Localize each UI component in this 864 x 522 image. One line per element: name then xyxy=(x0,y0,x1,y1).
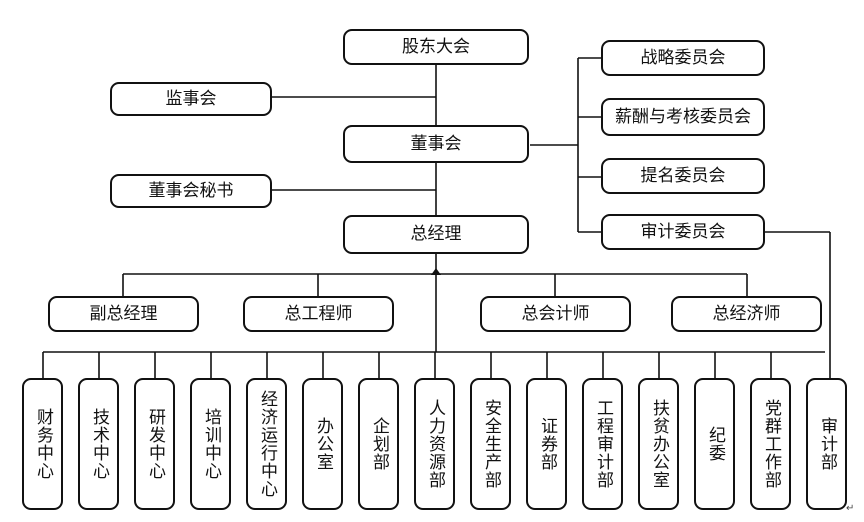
deputy-label: 总工程师 xyxy=(284,303,353,324)
committee-compensation-box: 薪酬与考核委员会 xyxy=(601,98,765,136)
dept-label: 财务中心 xyxy=(33,408,53,480)
dept-hr-box: 人力资源部 xyxy=(414,378,455,510)
dept-economic-ops-box: 经济运行中心 xyxy=(246,378,287,510)
paragraph-mark: ↵ xyxy=(846,503,855,514)
dept-rnd-box: 研发中心 xyxy=(134,378,175,510)
committee-strategy-box: 战略委员会 xyxy=(601,40,765,76)
shareholders-box: 股东大会 xyxy=(343,29,529,65)
dept-discipline-box: 纪委 xyxy=(694,378,735,510)
dept-label: 办公室 xyxy=(313,417,333,471)
chief-economist-box: 总经济师 xyxy=(671,296,822,332)
dept-label: 安全生产部 xyxy=(481,399,501,489)
dept-finance-box: 财务中心 xyxy=(22,378,63,510)
committee-label: 薪酬与考核委员会 xyxy=(615,106,751,127)
deputy-label: 总经济师 xyxy=(712,303,781,324)
gm-label: 总经理 xyxy=(410,224,462,244)
dept-planning-box: 企划部 xyxy=(358,378,399,510)
board-label: 董事会 xyxy=(410,133,462,154)
dept-safety-box: 安全生产部 xyxy=(470,378,511,510)
dept-label: 技术中心 xyxy=(89,408,109,480)
junction-arrow xyxy=(431,268,441,275)
dept-label: 工程审计部 xyxy=(593,399,613,489)
secretary-label: 董事会秘书 xyxy=(148,180,234,201)
dept-label: 培训中心 xyxy=(201,408,221,480)
dept-label: 审计部 xyxy=(817,417,837,471)
dept-office-box: 办公室 xyxy=(302,378,343,510)
dept-label: 证券部 xyxy=(537,417,557,471)
dept-securities-box: 证券部 xyxy=(526,378,567,510)
secretary-box: 董事会秘书 xyxy=(110,174,272,208)
board-box: 董事会 xyxy=(343,125,529,163)
chief-engineer-box: 总工程师 xyxy=(243,296,394,332)
gm-box: 总经理 xyxy=(343,215,529,254)
supervisory-box: 监事会 xyxy=(110,82,272,116)
deputy-gm-box: 副总经理 xyxy=(48,296,199,332)
dept-label: 扶贫办公室 xyxy=(649,399,669,489)
deputy-label: 副总经理 xyxy=(89,303,158,324)
supervisory-label: 监事会 xyxy=(165,88,217,109)
deputy-label: 总会计师 xyxy=(521,303,590,324)
shareholders-label: 股东大会 xyxy=(402,36,470,57)
dept-party-work-box: 党群工作部 xyxy=(750,378,791,510)
dept-audit-box: 审计部 xyxy=(806,378,847,510)
chief-accountant-box: 总会计师 xyxy=(480,296,631,332)
committee-label: 提名委员会 xyxy=(640,165,726,186)
dept-label: 人力资源部 xyxy=(425,399,445,489)
dept-training-box: 培训中心 xyxy=(190,378,231,510)
committee-label: 审计委员会 xyxy=(640,221,726,242)
dept-eng-audit-box: 工程审计部 xyxy=(582,378,623,510)
committee-label: 战略委员会 xyxy=(640,47,726,68)
dept-poverty-office-box: 扶贫办公室 xyxy=(638,378,679,510)
dept-label: 企划部 xyxy=(369,417,389,471)
dept-label: 纪委 xyxy=(705,426,725,462)
dept-label: 经济运行中心 xyxy=(257,390,277,498)
dept-label: 研发中心 xyxy=(145,408,165,480)
committee-nomination-box: 提名委员会 xyxy=(601,158,765,194)
committee-audit-box: 审计委员会 xyxy=(601,214,765,250)
dept-label: 党群工作部 xyxy=(761,399,781,489)
dept-tech-box: 技术中心 xyxy=(78,378,119,510)
